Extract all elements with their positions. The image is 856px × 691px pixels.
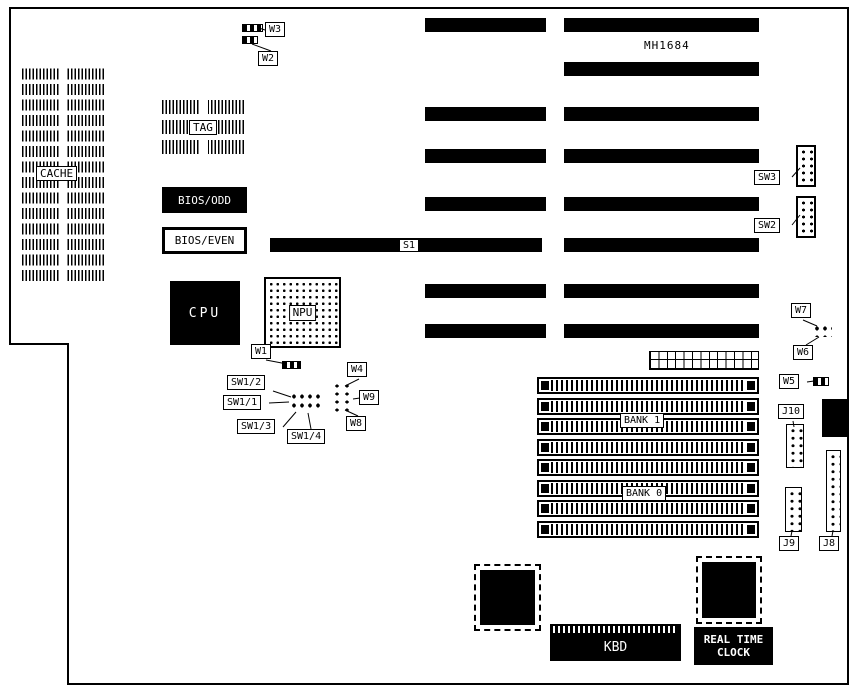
resistor-pack-row: [649, 351, 759, 370]
rtc-chip: REAL TIME CLOCK: [694, 627, 773, 665]
jumper-w1: [282, 361, 301, 369]
jumper-w2-label: W2: [258, 51, 279, 66]
tag-label: TAG: [189, 120, 217, 135]
jumper-w3-label: W3: [265, 22, 286, 37]
expansion-slot: [564, 197, 759, 211]
jumper-w1-label: W1: [251, 344, 272, 359]
qfp-chip: [696, 556, 762, 624]
connector-j9-label: J9: [779, 536, 800, 551]
expansion-slot: [564, 238, 759, 252]
s1-label: S1: [399, 239, 420, 252]
keyboard-din-connector: [822, 399, 848, 437]
jumper-w2: [242, 36, 258, 44]
jumper-w7-label: W7: [791, 303, 812, 318]
simm-socket: [537, 377, 759, 394]
part-number: MH1684: [644, 39, 690, 52]
switch-sw1-2-label: SW1/2: [227, 375, 266, 390]
jumper-w5-label: W5: [779, 374, 800, 389]
rtc-label-line1: REAL TIME: [703, 633, 764, 646]
cpu-chip: CPU: [170, 281, 240, 345]
bank0-label: BANK 0: [622, 486, 667, 501]
dip-switch-sw2: [796, 196, 816, 238]
bank1-label: BANK 1: [620, 413, 665, 428]
expansion-slot: [425, 107, 546, 121]
expansion-slot: [564, 62, 759, 76]
npu-socket: NPU: [264, 277, 341, 348]
expansion-slot: [425, 149, 546, 163]
switch-sw1-3-label: SW1/3: [237, 419, 276, 434]
simm-socket: [537, 439, 759, 456]
jumper-block-w6-w7: [811, 322, 832, 337]
jumper-w4-label: W4: [347, 362, 368, 377]
expansion-slot: [425, 284, 546, 298]
kbd-chip: KBD: [550, 624, 681, 661]
expansion-slot: [425, 18, 546, 32]
bios-even-chip: BIOS/EVEN: [162, 227, 247, 254]
expansion-slot: [564, 149, 759, 163]
jumper-w8-label: W8: [346, 416, 367, 431]
jumper-w9-label: W9: [359, 390, 380, 405]
expansion-slot: [564, 324, 759, 338]
jumper-w3: [242, 24, 263, 32]
qfp-chip: [474, 564, 541, 631]
simm-socket: [537, 459, 759, 476]
connector-j8-label: J8: [819, 536, 840, 551]
expansion-slot: [425, 197, 546, 211]
bios-odd-chip: BIOS/ODD: [162, 187, 247, 213]
expansion-slot: [425, 324, 546, 338]
switch-sw2-label: SW2: [754, 218, 781, 233]
simm-socket: [537, 521, 759, 538]
switch-sw1-4-label: SW1/4: [287, 429, 326, 444]
dip-switch-sw3: [796, 145, 816, 187]
switch-sw1-1-label: SW1/1: [223, 395, 262, 410]
rtc-label-line2: CLOCK: [716, 646, 751, 659]
jumper-block-w4-w9-w8: [330, 380, 353, 413]
connector-j8: [826, 450, 841, 532]
connector-j10: [786, 424, 804, 468]
jumper-w6-label: W6: [793, 345, 814, 360]
jumper-w5: [813, 377, 829, 386]
expansion-slot: [564, 107, 759, 121]
connector-j10-label: J10: [778, 404, 805, 419]
expansion-slot: [564, 18, 759, 32]
simm-socket: [537, 500, 759, 517]
switch-block-sw1: [288, 390, 322, 412]
switch-sw3-label: SW3: [754, 170, 781, 185]
expansion-slot: [564, 284, 759, 298]
cache-label: CACHE: [36, 166, 78, 181]
npu-label: NPU: [288, 304, 317, 321]
connector-j9: [785, 487, 802, 532]
